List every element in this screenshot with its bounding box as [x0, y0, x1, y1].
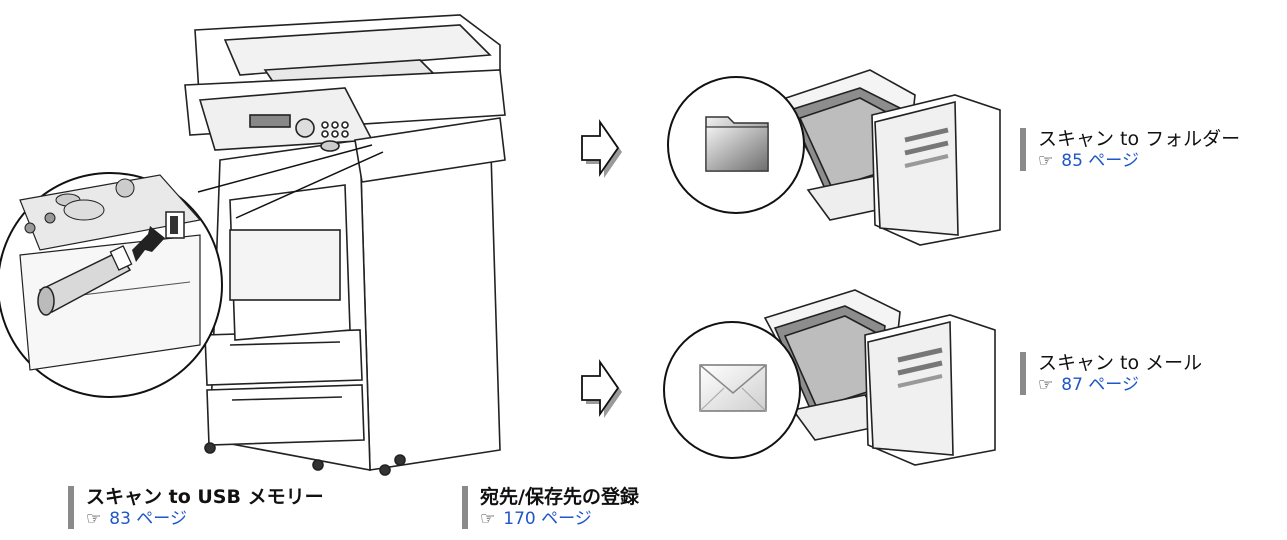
page-reference-link[interactable]: ☞ 85 ページ [1038, 151, 1240, 171]
page-reference-text: 87 ページ [1061, 374, 1139, 395]
page-reference-text: 85 ページ [1061, 150, 1139, 171]
callout-address-registration: 宛先/保存先の登録 ☞ 170 ページ [462, 486, 639, 530]
desktop-computer-icon [778, 69, 1001, 246]
reference-hand-icon: ☞ [86, 508, 102, 529]
reference-hand-icon: ☞ [1038, 374, 1054, 395]
arrow-right-icon [581, 119, 622, 178]
usb-memory-icon [0, 172, 223, 398]
callout-title: 宛先/保存先の登録 [480, 486, 639, 508]
callout-title: スキャン to フォルダー [1038, 128, 1241, 150]
page-reference-link[interactable]: ☞ 170 ページ [480, 509, 639, 529]
desktop-computer-icon [763, 289, 996, 466]
callout-scan-to-folder: スキャン to フォルダー ☞ 85 ページ [1020, 128, 1241, 172]
multifunction-printer-icon [184, 14, 506, 476]
callout-scan-to-mail: スキャン to メール ☞ 87 ページ [1020, 352, 1203, 396]
page-reference-text: 83 ページ [109, 508, 187, 529]
folder-icon [705, 116, 769, 172]
zoom-leader-lines [197, 144, 384, 219]
arrow-right-icon [581, 359, 622, 418]
envelope-icon [699, 364, 767, 412]
page-reference-link[interactable]: ☞ 83 ページ [86, 509, 324, 529]
callout-title: スキャン to メール [1038, 352, 1203, 374]
callout-scan-to-usb: スキャン to USB メモリー ☞ 83 ページ [68, 486, 324, 530]
reference-hand-icon: ☞ [480, 508, 496, 529]
reference-hand-icon: ☞ [1038, 150, 1054, 171]
callout-title: スキャン to USB メモリー [86, 486, 324, 508]
page-reference-text: 170 ページ [503, 508, 592, 529]
page-reference-link[interactable]: ☞ 87 ページ [1038, 375, 1202, 395]
